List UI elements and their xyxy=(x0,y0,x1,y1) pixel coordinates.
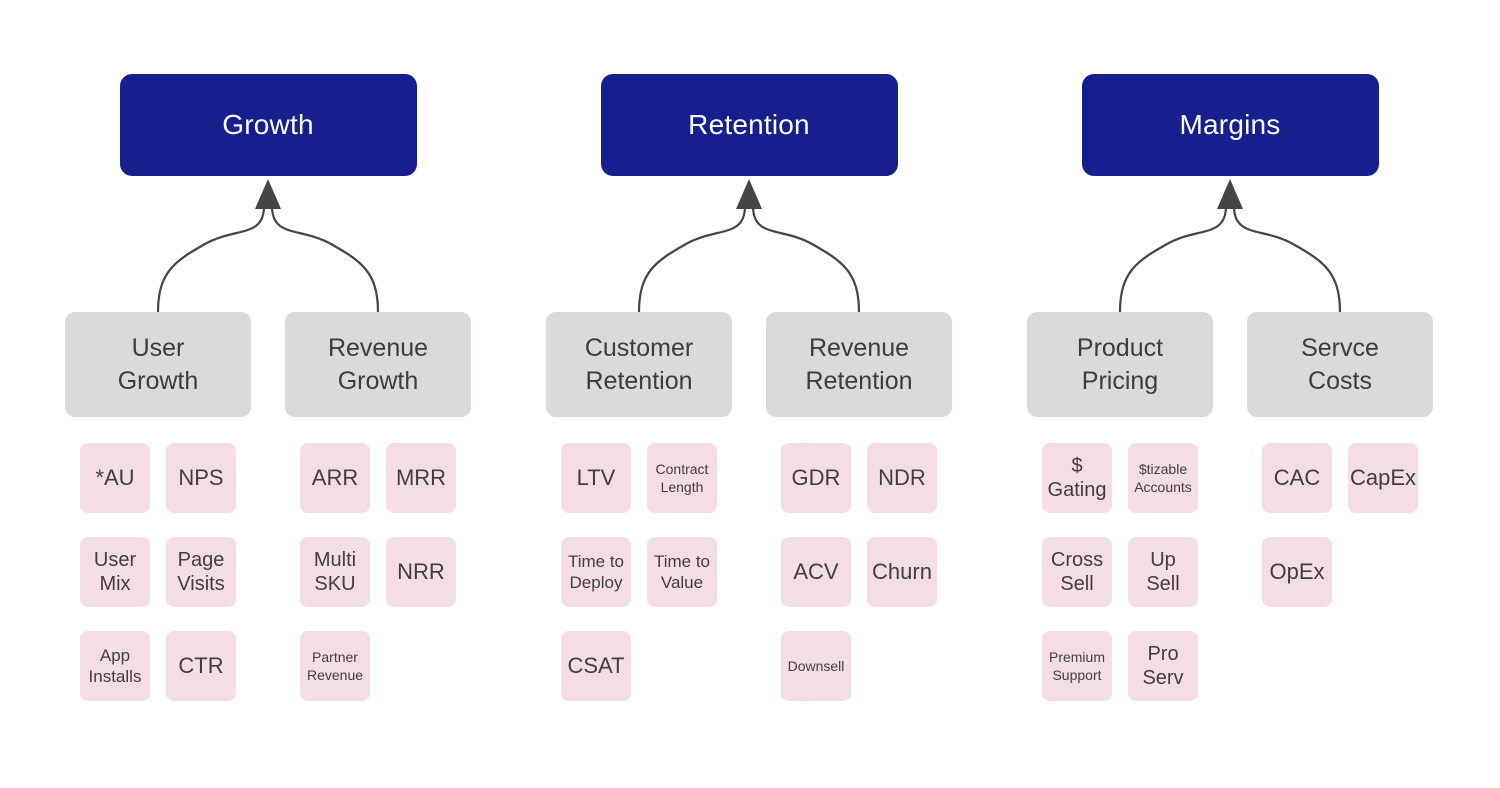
metric-box: Page Visits xyxy=(166,537,236,607)
metric-box: Contract Length xyxy=(647,443,717,513)
metric-box: Premium Support xyxy=(1042,631,1112,701)
metric-box: Cross Sell xyxy=(1042,537,1112,607)
merge-arrow-icon xyxy=(1118,179,1342,312)
subcategory-box: Servce Costs xyxy=(1247,312,1433,417)
metric-box: Downsell xyxy=(781,631,851,701)
branches-row: Product Pricing $ Gating$tizable Accounts… xyxy=(1027,312,1433,701)
branch: Product Pricing $ Gating$tizable Accounts… xyxy=(1027,312,1213,701)
metric-box: GDR xyxy=(781,443,851,513)
metric-box: CapEx xyxy=(1348,443,1418,513)
metric-box: LTV xyxy=(561,443,631,513)
metric-box: Churn xyxy=(867,537,937,607)
metric-box: App Installs xyxy=(80,631,150,701)
metric-box: ARR xyxy=(300,443,370,513)
metric-box: Multi SKU xyxy=(300,537,370,607)
metric-box: $ Gating xyxy=(1042,443,1112,513)
metric-box: MRR xyxy=(386,443,456,513)
subcategory-box: Customer Retention xyxy=(546,312,732,417)
metric-box: OpEx xyxy=(1262,537,1332,607)
subcategory-box: User Growth xyxy=(65,312,251,417)
metric-box: CSAT xyxy=(561,631,631,701)
category-box: Margins xyxy=(1081,74,1379,176)
metric-box: ACV xyxy=(781,537,851,607)
metric-box: Partner Revenue xyxy=(300,631,370,701)
subcategory-box: Revenue Retention xyxy=(766,312,952,417)
metric-box: NPS xyxy=(166,443,236,513)
merge-arrow-icon xyxy=(637,179,861,312)
merge-arrow-icon xyxy=(156,179,380,312)
metric-box: NDR xyxy=(867,443,937,513)
category-box: Growth xyxy=(119,74,417,176)
metric-box: Up Sell xyxy=(1128,537,1198,607)
subcategory-box: Revenue Growth xyxy=(285,312,471,417)
subcategory-box: Product Pricing xyxy=(1027,312,1213,417)
metric-box: Time to Value xyxy=(647,537,717,607)
metric-box: CAC xyxy=(1262,443,1332,513)
metric-box: *AU xyxy=(80,443,150,513)
metric-box: NRR xyxy=(386,537,456,607)
metric-box: Time to Deploy xyxy=(561,537,631,607)
category-box: Retention xyxy=(600,74,898,176)
metric-box: CTR xyxy=(166,631,236,701)
metric-box: $tizable Accounts xyxy=(1128,443,1198,513)
metric-box: User Mix xyxy=(80,537,150,607)
metric-box: Pro Serv xyxy=(1128,631,1198,701)
